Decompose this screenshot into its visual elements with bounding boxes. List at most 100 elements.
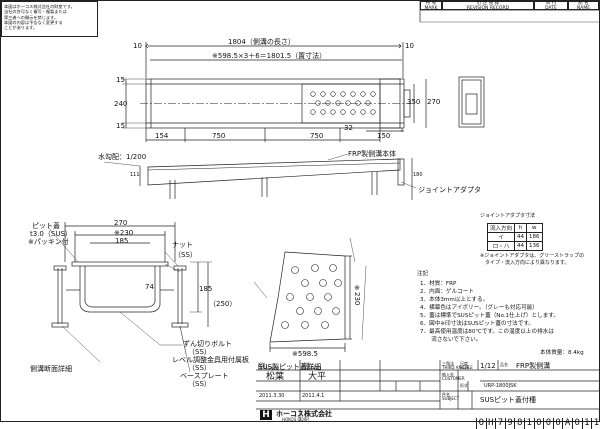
- serial-char: 0: [552, 418, 563, 429]
- table-cell: 44: [514, 241, 528, 251]
- company-logo: H: [260, 410, 272, 420]
- dim-240: 240: [114, 100, 128, 108]
- rev-name-en: NAME: [576, 5, 591, 11]
- model-label: 形式: [460, 383, 468, 388]
- dim-750-b: 750: [310, 132, 324, 140]
- dim-overall-length: 1804（側溝の長さ）: [228, 38, 295, 46]
- serial-char: 9: [504, 418, 515, 429]
- top-view-drawing: [122, 42, 485, 142]
- nut-label: ナット: [172, 241, 193, 249]
- frp-body-label: FRP製側溝本体: [348, 150, 397, 158]
- section-caption: 側溝断面詳細: [30, 365, 72, 373]
- serial-char: O: [476, 418, 486, 429]
- scale-value: 1/12: [480, 362, 496, 370]
- note-item: 6．図中※印寸法はSUSピット蓋の寸法です。: [420, 321, 534, 327]
- customer-label: 納入先: [442, 372, 454, 377]
- designed-en: DESIGNED: [258, 366, 280, 371]
- copyright-notice: 本図はホーコス株式会社の財産です。 当社の許可なく複写・複製または 第三者への開…: [1, 1, 98, 37]
- packing-label: ※パッキン付: [28, 238, 69, 246]
- lid-spec-label: t3.0（SUS）: [30, 230, 72, 238]
- table-cell: イ: [486, 232, 516, 242]
- customer-en: CUSTOMER: [442, 376, 465, 381]
- rev-record-en: REVISION RECORD: [466, 5, 510, 11]
- title-block-grid: [256, 360, 599, 421]
- serial-char: H: [485, 418, 496, 429]
- rev-date-jp: 日 付: [545, 1, 557, 6]
- adapter-table-title: ジョイントアダプタ寸法: [480, 213, 536, 219]
- slope-label: 水勾配：1/200: [98, 153, 147, 161]
- dim-750-a: 750: [212, 132, 226, 140]
- lid-holes: [281, 91, 376, 329]
- dim-270-right: 270: [427, 98, 441, 106]
- notice-line: 本図の内容は予告なく変更する: [4, 19, 63, 25]
- dim-598-lid: ※598.5: [292, 350, 318, 358]
- checked-en: CHECKED: [302, 366, 322, 371]
- serial-char: 0: [533, 418, 544, 429]
- designed-label: 設計: [258, 362, 266, 367]
- rev-mark-jp: 符 号: [425, 1, 437, 6]
- table-cell: ロ・ハ: [486, 241, 516, 251]
- section-drawing: [47, 222, 212, 373]
- dim-32: 32: [344, 124, 353, 132]
- level-hardware-label: レベル調整金具用付属板: [172, 356, 249, 364]
- dim-180: 180: [413, 172, 423, 178]
- notice-line: 当社の許可なく複写・複製または: [4, 9, 67, 15]
- header-cell: w: [526, 223, 543, 233]
- dim-pitch: ※598.5×3＋6＝1801.5（置寸法）: [212, 52, 327, 60]
- note-item: 2．内面：ゲルコート: [420, 289, 474, 295]
- rev-date-cell: 日 付 DATE: [534, 1, 568, 10]
- dim-230-section: ※230: [114, 229, 134, 237]
- note-item: 7．最高使用温度は80℃です。この温度以上の排水は: [420, 329, 554, 335]
- scale-label: 尺度: [460, 361, 468, 366]
- note-item: 4．横幕色はアイボリー。（グレーも対応可能）: [420, 305, 538, 311]
- dim-185-section: 185: [115, 237, 129, 245]
- base-plate-label: ベースプレート: [180, 372, 229, 380]
- dim-15-bottom: 15: [116, 122, 125, 130]
- projection-en: THIRD ANGLE: [442, 365, 470, 370]
- drawing-number: OH7981000A011F: [476, 410, 600, 429]
- header-cell: h: [514, 223, 528, 233]
- checker-name: 大平: [308, 372, 327, 382]
- spec-value: SUSピット蓋付種: [480, 396, 537, 404]
- serial-char: 1: [591, 418, 600, 429]
- product-name: FRP製側溝: [516, 362, 551, 370]
- product-name-label: 品名: [500, 362, 508, 367]
- serial-char: 0: [543, 418, 553, 429]
- dim-10-left: 10: [133, 42, 142, 50]
- notice-line: ことがあります。: [4, 25, 38, 31]
- designer-name: 松葉: [266, 372, 285, 382]
- subject-en: SUBJECT: [442, 396, 460, 401]
- checked-date: 2011.4.1: [302, 393, 325, 399]
- dim-154: 154: [155, 132, 169, 140]
- rev-record-jp: 訂 正 記 録: [476, 1, 500, 6]
- rev-date-en: DATE: [545, 5, 557, 11]
- dim-150: 150: [377, 132, 391, 140]
- notice-line: 本図はホーコス株式会社の財産です。: [4, 4, 75, 9]
- dim-111: 111: [130, 172, 140, 178]
- nut-material: （SS）: [174, 251, 197, 259]
- dim-230-lid: ※230: [353, 284, 361, 306]
- dim-250: （250）: [209, 300, 237, 308]
- table-cell: 136: [526, 241, 543, 251]
- adapter-note-1: ※ジョイントアダプタは、グリーストラップの: [480, 253, 584, 259]
- note-item: 流さないで下さい。: [420, 337, 482, 343]
- table-row: イ 44 186: [486, 232, 543, 242]
- lid-detail-caption: SUS製ピット蓋詳細: [258, 363, 322, 371]
- weight-label: 本体質量：8.4kg: [540, 350, 584, 356]
- adapter-dimension-table: 流入方向 h w イ 44 186 ロ・ハ 44 136: [486, 223, 543, 251]
- header-cell: 流入方向: [486, 223, 516, 233]
- note-item: 1．材質：FRP: [420, 281, 457, 287]
- dim-74: 74: [145, 283, 154, 291]
- rev-record-cell: 訂 正 記 録 REVISION RECORD: [442, 1, 534, 10]
- dim-350: 350: [407, 98, 421, 106]
- rev-name-cell: 記 名 NAME: [568, 1, 599, 10]
- model-value: URP-1800JSK: [484, 383, 517, 389]
- note-item: 3．本体3mm以上とする。: [420, 297, 489, 303]
- rev-mark-en: MARK: [424, 5, 438, 11]
- serial-char: A: [562, 418, 572, 429]
- bolt-label: ずん切りボルト: [183, 340, 232, 348]
- dim-185-vertical: 185: [199, 285, 213, 293]
- notice-line: 第三者への開示を禁じます。: [4, 14, 59, 20]
- pit-lid-drawing: [253, 237, 367, 352]
- serial-char: 1: [581, 418, 592, 429]
